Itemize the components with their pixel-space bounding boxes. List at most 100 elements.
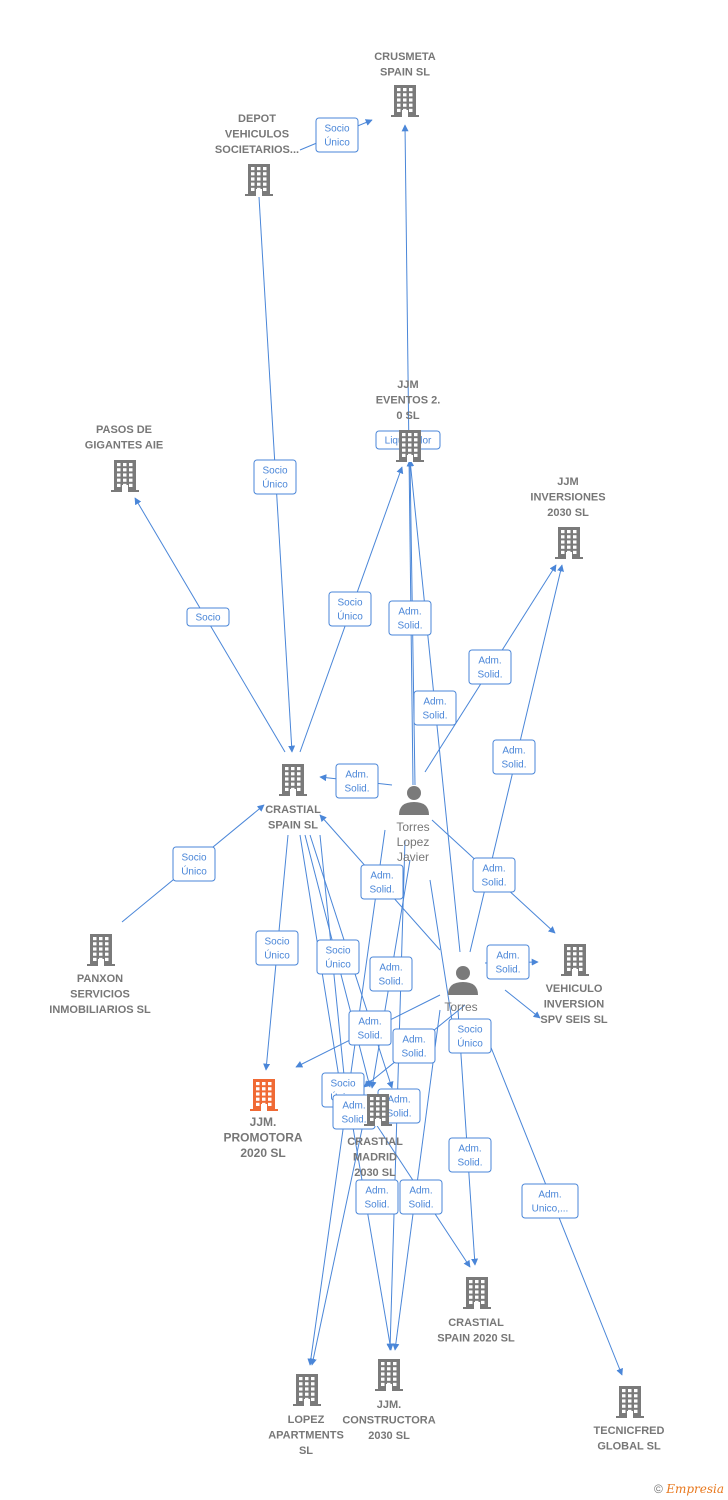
building-icon <box>561 944 589 976</box>
relation-label-text: Socio <box>181 853 206 864</box>
node-label: Lopez <box>397 835 430 849</box>
relation-label-box <box>448 1018 492 1054</box>
relation-label[interactable]: Adm.Unico,... <box>521 1183 579 1219</box>
node-label: PASOS DE <box>96 424 152 436</box>
node-label: GIGANTES AIE <box>85 440 163 452</box>
person-node-torres2[interactable]: Torres <box>444 966 478 1014</box>
relation-label-text: Adm. <box>370 871 393 882</box>
relation-label-text: Adm. <box>478 656 501 667</box>
building-icon <box>396 430 424 462</box>
relation-label[interactable]: Adm.Solid. <box>448 1137 492 1173</box>
node-label: APARTMENTS <box>268 1430 344 1442</box>
node-label: LOPEZ <box>288 1414 325 1426</box>
relation-label-text: Solid. <box>378 977 403 988</box>
node-label: SPAIN SL <box>380 67 430 79</box>
relation-label-text: Socio <box>337 598 362 609</box>
relation-label-text: Único <box>325 958 351 971</box>
company-node-crastial[interactable]: CRASTIAL SPAIN SL <box>265 764 321 832</box>
relation-label[interactable]: Adm.Solid. <box>335 763 379 799</box>
relation-label-text: Adm. <box>379 963 402 974</box>
relation-label-text: Adm. <box>387 1095 410 1106</box>
relation-label[interactable]: Adm. Solid. <box>369 956 413 992</box>
relation-label-box <box>316 939 360 975</box>
relation-label-box <box>186 607 230 627</box>
relation-label-text: Adm. <box>482 864 505 875</box>
company-node-crusmeta[interactable]: CRUSMETA SPAIN SL <box>374 51 436 117</box>
relation-label[interactable]: Adm.Solid. <box>399 1179 443 1215</box>
brand-logo[interactable]: © Empresia <box>654 1482 724 1496</box>
relation-label-text: Solid. <box>422 711 447 722</box>
node-label: CRASTIAL <box>265 804 321 816</box>
relation-label-text: Único <box>457 1037 483 1050</box>
relation-label[interactable]: Adm.Solid. <box>348 1010 392 1046</box>
relation-label-text: Único <box>264 949 290 962</box>
company-node-depot[interactable]: DEPOTVEHICULOSSOCIETARIOS... <box>215 113 299 196</box>
relation-label-box <box>253 459 297 495</box>
relation-label[interactable]: Adm. Solid. <box>388 600 432 636</box>
relation-label-box <box>388 600 432 636</box>
relation-label[interactable]: Adm.Solid. <box>392 1028 436 1064</box>
relation-label-text: Adm. <box>342 1101 365 1112</box>
node-label: MADRID <box>353 1152 397 1164</box>
node-label: JJM <box>557 476 578 488</box>
relation-label-text: Adm. <box>458 1144 481 1155</box>
relation-label[interactable]: Adm.Solid. <box>468 649 512 685</box>
relation-label[interactable]: Adm. Solid. <box>472 857 516 893</box>
relation-label-text: Único <box>337 610 363 623</box>
node-label: CONSTRUCTORA <box>342 1415 435 1427</box>
relation-label[interactable]: Socio <box>186 607 230 627</box>
relation-label-text: Solid. <box>357 1031 382 1042</box>
company-node-pasos[interactable]: PASOS DE GIGANTES AIE <box>85 424 163 492</box>
relation-label-box <box>348 1010 392 1046</box>
node-label: CRUSMETA <box>374 51 436 63</box>
relation-label-box <box>468 649 512 685</box>
relation-label-text: Solid. <box>397 621 422 632</box>
node-label: SPAIN SL <box>268 820 318 832</box>
relation-label[interactable]: Adm. Solid. <box>413 690 457 726</box>
relation-label[interactable]: Adm.Solid. <box>360 864 404 900</box>
relation-label-text: Socio <box>195 613 220 624</box>
relation-label-box <box>369 956 413 992</box>
relation-label[interactable]: Adm.Solid. <box>486 944 530 980</box>
node-label: 2020 SL <box>240 1146 285 1160</box>
relation-label-box <box>315 117 359 153</box>
building-icon <box>391 85 419 117</box>
relation-label-text: Adm. <box>398 607 421 618</box>
node-label: PANXON <box>77 973 123 985</box>
relation-label-box <box>328 591 372 627</box>
node-label: CRASTIAL <box>347 1136 403 1148</box>
relation-label-text: Adm. <box>502 746 525 757</box>
node-label: GLOBAL SL <box>597 1441 661 1453</box>
building-icon <box>87 934 115 966</box>
relation-label-text: Adm. <box>423 697 446 708</box>
relation-label[interactable]: Adm.Solid. <box>492 739 536 775</box>
relation-label-text: Solid. <box>481 878 506 889</box>
relation-label[interactable]: Adm. Solid. <box>332 1094 376 1130</box>
relation-label-text: Solid. <box>408 1200 433 1211</box>
relation-label-text: Único <box>181 865 207 878</box>
relation-label-text: Solid. <box>386 1109 411 1120</box>
relation-label-text: Solid. <box>341 1115 366 1126</box>
relation-label[interactable]: Adm.Solid. <box>355 1179 399 1215</box>
relation-label-box <box>486 944 530 980</box>
building-icon <box>111 460 139 492</box>
